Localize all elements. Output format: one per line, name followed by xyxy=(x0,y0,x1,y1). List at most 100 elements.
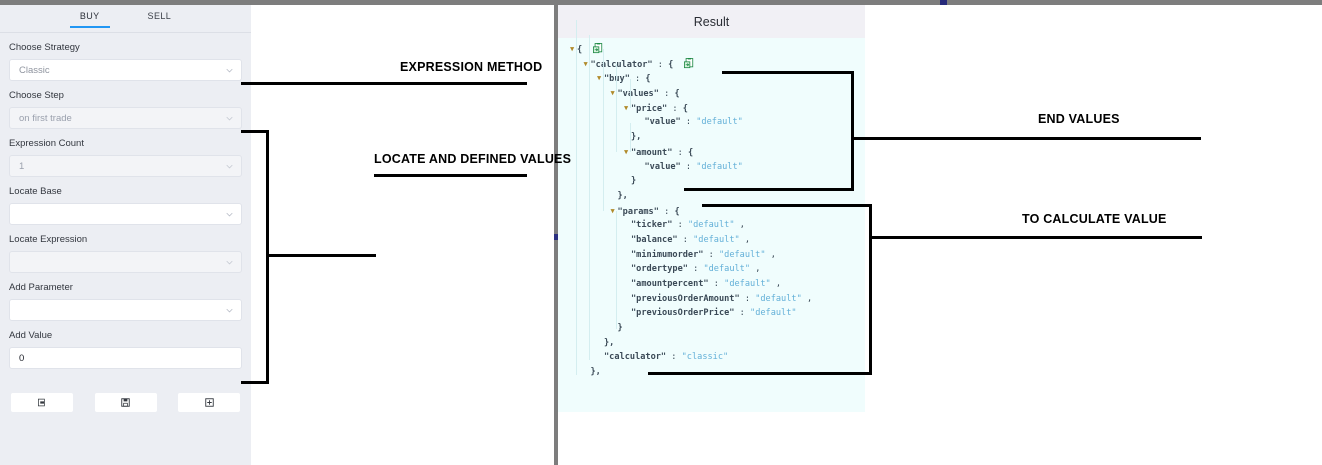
json-key: "ticker" xyxy=(631,220,673,231)
json-line: }, xyxy=(558,130,865,145)
json-punctuation: { xyxy=(668,59,674,70)
json-line: "value" : "default" xyxy=(558,115,865,130)
clipboard-copy-icon[interactable] xyxy=(673,57,693,75)
panel-divider-handle[interactable] xyxy=(554,234,558,240)
json-string-value: "default" xyxy=(687,220,735,231)
field-expression-count: Expression Count 1 xyxy=(9,138,242,177)
field-choose-step: Choose Step on first trade xyxy=(9,90,242,129)
collapse-triangle-icon[interactable]: ▼ xyxy=(597,74,602,83)
select-add-parameter[interactable] xyxy=(9,299,242,321)
json-key: "value" xyxy=(644,161,681,172)
label-add-parameter: Add Parameter xyxy=(9,282,73,293)
clipboard-copy-icon[interactable] xyxy=(582,42,602,60)
json-punctuation: : xyxy=(680,117,697,128)
panel-divider[interactable] xyxy=(554,0,558,465)
json-key: "calculator" xyxy=(604,352,667,363)
select-choose-strategy-value: Classic xyxy=(19,64,50,76)
tab-buy-label: BUY xyxy=(79,11,100,21)
json-key: "amountpercent" xyxy=(631,279,709,289)
json-line: "ticker" : "default" , xyxy=(558,218,865,233)
strategy-form-panel: BUY SELL Choose Strategy Classic Choose … xyxy=(0,5,251,465)
json-line: "value" : "default" xyxy=(558,160,865,175)
json-punctuation: { xyxy=(674,88,680,99)
collapse-triangle-icon[interactable]: ▼ xyxy=(624,103,629,112)
json-punctuation: , xyxy=(734,220,745,231)
label-expression-count: Expression Count xyxy=(9,138,84,149)
collapse-triangle-icon[interactable]: ▼ xyxy=(610,206,615,215)
json-key: "value" xyxy=(644,117,681,128)
json-punctuation: : xyxy=(652,59,669,70)
json-tree-viewer[interactable]: ▼{ ▼"calculator" : { ▼"buy" : {▼"values"… xyxy=(558,20,865,380)
buy-sell-tabs: BUY SELL xyxy=(0,5,251,33)
annotation-locate-values-rule xyxy=(374,174,527,177)
json-line: ▼"calculator" : { xyxy=(558,57,865,72)
label-choose-strategy: Choose Strategy xyxy=(9,42,80,53)
collapse-triangle-icon[interactable]: ▼ xyxy=(624,147,629,156)
json-punctuation: }, xyxy=(590,367,601,378)
json-line: "previousOrderPrice" : "default" xyxy=(558,306,865,321)
input-add-value[interactable]: 0 xyxy=(9,347,242,369)
json-punctuation: : xyxy=(739,293,756,304)
json-string-value: "default" xyxy=(703,264,751,275)
json-line: }, xyxy=(558,336,865,351)
window-strip-marker xyxy=(940,0,947,5)
json-punctuation: { xyxy=(674,206,680,217)
field-locate-base: Locate Base xyxy=(9,186,242,225)
json-punctuation: : xyxy=(658,206,675,217)
label-locate-base: Locate Base xyxy=(9,186,62,197)
json-punctuation: : xyxy=(672,147,688,158)
json-indent-guide xyxy=(630,79,631,108)
select-locate-expression[interactable] xyxy=(9,251,242,273)
json-key: "previousOrderAmount" xyxy=(631,293,740,304)
tab-buy[interactable]: BUY xyxy=(69,11,110,28)
json-line: "calculator" : "classic" xyxy=(558,350,865,365)
strategy-form: Choose Strategy Classic Choose Step on f… xyxy=(0,33,251,369)
json-punctuation: : xyxy=(703,249,719,260)
tab-sell[interactable]: SELL xyxy=(138,11,182,28)
collapse-triangle-icon[interactable]: ▼ xyxy=(583,59,588,68)
select-expression-count[interactable]: 1 xyxy=(9,155,242,177)
collapse-triangle-icon[interactable]: ▼ xyxy=(610,89,615,98)
form-action-buttons xyxy=(0,378,251,413)
json-punctuation: : xyxy=(672,220,688,231)
json-indent-guide xyxy=(630,123,631,152)
json-line: "ordertype" : "default" , xyxy=(558,262,865,277)
select-choose-strategy[interactable]: Classic xyxy=(9,59,242,81)
json-punctuation: { xyxy=(645,74,651,85)
chevron-down-icon xyxy=(226,211,233,218)
select-choose-step[interactable]: on first trade xyxy=(9,107,242,129)
result-panel: Result ▼{ ▼"calculator" : { ▼"buy" : {▼"… xyxy=(558,5,865,412)
annotation-expression-method-rule xyxy=(241,82,527,85)
add-button[interactable] xyxy=(177,392,241,413)
field-add-parameter: Add Parameter xyxy=(9,282,242,321)
chevron-down-icon xyxy=(226,67,233,74)
chevron-down-icon xyxy=(226,307,233,314)
json-indent-guide xyxy=(576,20,577,375)
json-line: ▼{ xyxy=(558,42,865,57)
json-string-value: "default" xyxy=(755,293,802,304)
json-indent-guide xyxy=(616,64,617,152)
chevron-down-icon xyxy=(226,259,233,266)
collapse-triangle-icon[interactable]: ▼ xyxy=(570,45,575,53)
json-punctuation: }, xyxy=(617,190,628,201)
json-punctuation: { xyxy=(687,147,694,158)
tab-sell-label: SELL xyxy=(147,11,172,21)
save-button[interactable] xyxy=(93,392,158,413)
export-icon xyxy=(37,398,47,407)
json-line: ▼"params" : { xyxy=(558,204,865,219)
json-punctuation: , xyxy=(770,279,782,289)
select-locate-base[interactable] xyxy=(9,203,242,225)
json-line: }, xyxy=(558,365,865,380)
json-punctuation: }, xyxy=(604,337,615,348)
annotation-to-calculate-bracket-arm xyxy=(869,236,1013,239)
json-punctuation: } xyxy=(617,323,623,334)
json-punctuation: : xyxy=(666,352,682,363)
json-key: "calculator" xyxy=(590,59,653,70)
json-punctuation: , xyxy=(750,264,761,275)
json-key: "price" xyxy=(631,103,668,114)
field-add-value: Add Value 0 xyxy=(9,330,242,369)
json-line: ▼"values" : { xyxy=(558,86,865,101)
json-string-value: "classic" xyxy=(681,352,729,363)
json-key: "minimumorder" xyxy=(631,249,704,260)
export-button[interactable] xyxy=(10,392,74,413)
